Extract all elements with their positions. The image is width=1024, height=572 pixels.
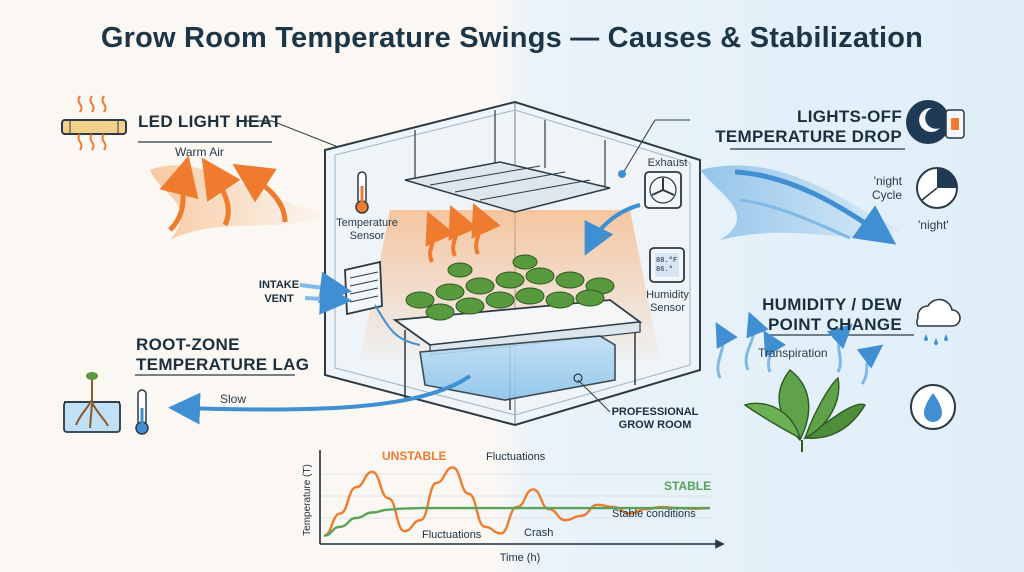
root-zone-heading-line1: ROOT-ZONE bbox=[136, 335, 240, 354]
night-label: 'night' bbox=[918, 218, 949, 232]
chart-annotation-crash: Crash bbox=[524, 527, 553, 539]
root-zone-icon bbox=[63, 372, 121, 433]
warm-air-label: Warm Air bbox=[175, 145, 224, 159]
exhaust-inflow-arrow bbox=[584, 203, 641, 256]
temperature-sensor-label-line2: Sensor bbox=[349, 230, 385, 242]
night-cycle-clock-icon bbox=[916, 167, 958, 209]
humidity-display-icon bbox=[649, 247, 685, 283]
warm-air-flow bbox=[150, 155, 330, 240]
chart-line-unstable bbox=[323, 466, 711, 537]
humidity-display-line2: 86.° bbox=[656, 265, 673, 273]
chart-y-label: Temperature (T) bbox=[302, 464, 313, 536]
chart-annotation-fluctuations-top: Fluctuations bbox=[486, 451, 546, 463]
plant-canopy bbox=[405, 254, 615, 321]
chart-series-group bbox=[323, 466, 711, 537]
leaf-plant-icon bbox=[743, 369, 866, 452]
room-thermometer-icon bbox=[355, 171, 369, 214]
intake-arrow-2 bbox=[304, 282, 352, 315]
slow-label: Slow bbox=[220, 392, 247, 406]
led-light-heat-heading: LED LIGHT HEAT bbox=[138, 112, 282, 131]
led-bar-icon bbox=[61, 95, 127, 151]
humidity-sensor-label-line2: Sensor bbox=[650, 302, 685, 314]
humidity-heading-line2: POINT CHANGE bbox=[768, 315, 902, 334]
chart-x-label: Time (h) bbox=[500, 552, 541, 564]
root-thermometer-icon bbox=[135, 389, 149, 435]
intake-vent-label-line1: INTAKE bbox=[258, 279, 300, 291]
night-cycle-label-line1: 'night bbox=[873, 174, 902, 188]
chart-legend-stable: STABLE bbox=[664, 479, 711, 493]
cool-air-flow bbox=[700, 165, 900, 245]
chart-legend-unstable: UNSTABLE bbox=[382, 449, 446, 463]
night-cycle-label-line2: Cycle bbox=[871, 188, 902, 202]
humidity-display-reading: 88.°F 86.° bbox=[656, 256, 680, 274]
lights-off-heading-line1: LIGHTS-OFF bbox=[797, 107, 902, 126]
chart-annotation-stable-conditions: Stable conditions bbox=[612, 508, 696, 520]
transpiration-label: Transpiration bbox=[758, 346, 828, 360]
lights-off-heading-line2: TEMPERATURE DROP bbox=[715, 127, 902, 146]
exhaust-leader-dot bbox=[618, 170, 626, 178]
root-zone-heading-line2: TEMPERATURE LAG bbox=[136, 355, 310, 374]
grow-room-label-line2: GROW ROOM bbox=[618, 419, 692, 431]
exhaust-leader-line bbox=[622, 119, 656, 174]
grow-room-leader-line bbox=[577, 379, 611, 413]
light-switch-icon bbox=[945, 109, 965, 139]
page-title: Grow Room Temperature Swings — Causes & … bbox=[100, 22, 924, 54]
chart-annotation-fluctuations-bottom: Fluctuations bbox=[422, 529, 482, 541]
slow-arrow bbox=[168, 374, 472, 425]
humidity-sensor-label-line1: Humidity bbox=[646, 289, 689, 301]
humidity-heading-line1: HUMIDITY / DEW bbox=[762, 295, 902, 314]
moon-icon bbox=[906, 100, 950, 144]
heat-rise-arrows bbox=[425, 203, 501, 263]
grow-room-label-line1: PROFESSIONAL bbox=[611, 406, 699, 418]
irrigation-pipe bbox=[374, 304, 421, 346]
intake-vent-label-line2: VENT bbox=[264, 293, 294, 305]
intake-vent-icon bbox=[344, 260, 383, 316]
exhaust-label: Exhaust bbox=[647, 157, 688, 169]
rain-cloud-icon bbox=[916, 298, 961, 345]
water-drop-icon bbox=[910, 384, 956, 430]
temperature-chart: Temperature (T) Time (h) UNSTABLE STABLE… bbox=[302, 449, 725, 564]
transpiration-arrows bbox=[715, 311, 884, 385]
chart-line-stable bbox=[323, 506, 710, 537]
grow-light-fixture bbox=[404, 110, 611, 213]
exhaust-fan-icon bbox=[644, 171, 682, 209]
temperature-sensor-label-line1: Temperature bbox=[336, 217, 398, 229]
nutrient-reservoir bbox=[419, 335, 616, 401]
humidity-display-line1: 88.°F bbox=[656, 256, 678, 264]
